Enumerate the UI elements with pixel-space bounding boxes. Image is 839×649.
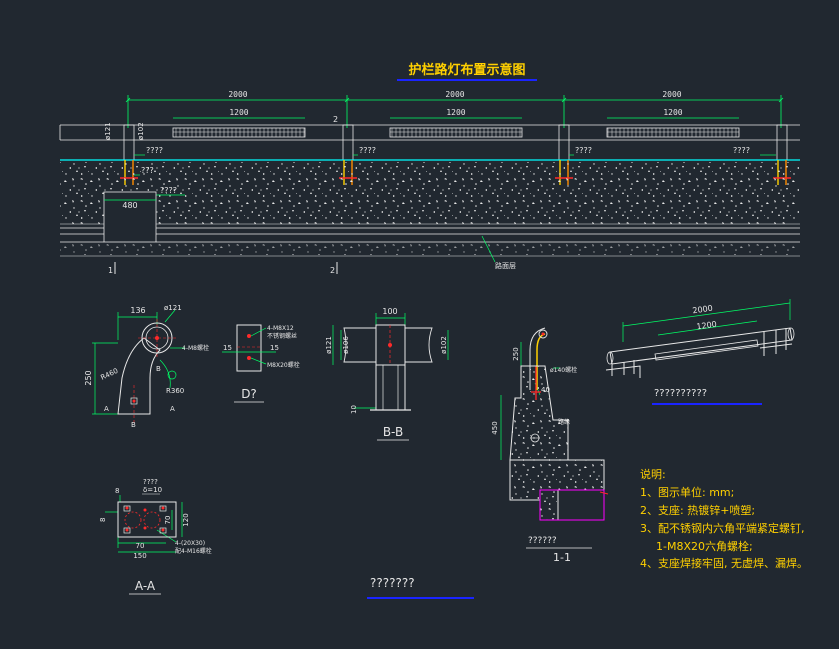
iso-1200: 1200 [696,320,717,332]
label-q6: ???? [160,186,177,195]
aa-d70h: 70 [164,516,172,525]
main-title: 护栏路灯布置示意图 [408,62,525,78]
aa-title: A-A [135,579,156,593]
profile-h250: 250 [84,370,93,385]
bb-title: B-B [383,425,403,439]
profile-w136: 136 [130,306,145,315]
light-label-1: 1200 [229,108,248,117]
profile-r360: R360 [166,387,184,395]
section-bb-view: 100 ø121 ø106 ø102 10 B-B [325,307,449,441]
notes-block: 说明: 1、图示单位: mm; 2、支座: 热镀锌+喷塑; 3、配不锈钢内六角平… [640,467,808,570]
detail-d-15a: 15 [223,344,232,352]
isometric-view: 2000 1200 ?????????? [605,299,795,405]
label-q4: ???? [733,146,750,155]
detail-d-l1: 4-M8X12 [267,325,294,332]
iso-2000: 2000 [692,304,713,316]
profile-a-left: A [104,405,109,413]
s11-caption: ?????? [528,536,557,546]
label-q1: ???? [146,146,163,155]
guardrail [59,124,800,141]
bb-d10: 10 [350,405,358,414]
profile-a-right: A [170,405,175,413]
profile-r460: R460 [99,367,119,382]
span-label-3: 2000 [662,90,681,99]
note-3b: 1-M8X20六角螺栓; [656,539,753,553]
profile-b-bottom: B [131,421,136,429]
aa-d8a: 8 [115,487,119,495]
aa-d8b: 8 [99,518,107,522]
detail-d-15b: 15 [270,344,279,352]
s11-l1: ø140螺栓 [550,366,577,374]
light-label-2: 1200 [446,108,465,117]
dimension-2000-row [125,95,784,128]
bb-d102: ø102 [440,336,448,354]
aa-d70w: 70 [136,542,145,550]
span-label-1: 2000 [228,90,247,99]
detail-d-view: 4-M8X12 不锈钢螺丝 M8X20螺栓 15 15 D? [222,324,300,403]
lamp-strip-2 [389,127,523,138]
leader-lines [134,154,776,196]
label-q3: ???? [575,146,592,155]
aa-holes: 4-(20X30) [175,540,205,547]
bottom-caption-group: ??????? [367,576,474,599]
note-2: 2、支座: 热镀锌+喷塑; [640,503,755,517]
aa-plate: ???? [143,478,158,486]
section-aa-view: ???? δ=10 8 8 70 120 70 150 4-(2 [99,478,212,595]
s11-title: 1-1 [553,551,571,564]
s11-d250: 250 [512,347,520,360]
section-2-mark: 2 [330,266,335,275]
section-mark-top: 2 [333,115,338,124]
aa-d120: 120 [182,513,190,526]
bb-w100: 100 [382,307,397,316]
section-11-view: 250 40 450 ø140螺栓 路缘 ?????? 1-1 [491,327,609,564]
detail-d-l3: M8X20螺栓 [267,361,300,369]
footing-width: 480 [122,201,137,210]
note-4: 4、支座焊接牢固, 无虚焊、漏焊。 [640,556,808,570]
label-q2: ???? [359,146,376,155]
concrete-band [60,162,800,224]
post-dia2-label: ø102 [137,122,145,140]
note-3: 3、配不锈钢内六角平端紧定螺钉, [640,521,805,535]
elevation-view: 2000 2000 2000 1200 1200 1200 ø121 ø10 [59,90,800,275]
profile-dia: ø121 [164,304,182,312]
span-label-2: 2000 [445,90,464,99]
label-q5: ??? [141,166,154,175]
profile-b-top: B [156,365,161,373]
section-1-mark: 1 [108,266,113,275]
lamp-strip-3 [606,127,740,138]
light-label-3: 1200 [663,108,682,117]
bracket-profile-view: 136 ø121 250 4-M8螺栓 R460 R360 A A B B [84,304,209,429]
iso-caption: ?????????? [654,388,707,399]
lamp-strip-1 [172,127,306,138]
s11-d450: 450 [491,421,499,434]
bottom-caption: ??????? [370,576,415,590]
aa-d150: 150 [133,552,146,560]
detail-d-title: D? [241,387,257,401]
post-dia-label: ø121 [104,122,112,140]
note-1: 1、图示单位: mm; [640,485,734,499]
profile-bolt: 4-M8螺栓 [182,344,209,352]
main-title-group: 护栏路灯布置示意图 [397,62,537,81]
aa-bolt: 配4-M16螺栓 [175,547,212,555]
notes-heading: 说明: [640,467,666,481]
detail-d-l2: 不锈钢螺丝 [267,332,297,340]
footing [103,191,157,243]
bb-d121: ø121 [325,336,333,354]
road-layer-label: 路面层 [495,261,516,270]
aa-t10: δ=10 [143,486,162,494]
road-layers [60,227,800,243]
